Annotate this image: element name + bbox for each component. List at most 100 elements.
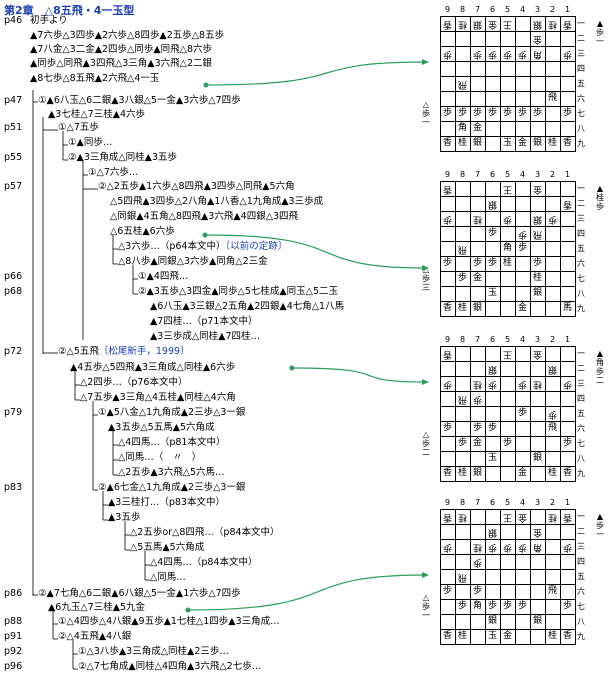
rank-label: 一 xyxy=(577,349,585,358)
move-text: ①△7六歩… xyxy=(88,167,139,178)
shogi-piece: 香 xyxy=(562,631,572,641)
shogi-piece: 桂 xyxy=(457,631,467,641)
shogi-piece: 歩 xyxy=(472,423,482,433)
move-line: △5五馬▲5六角成 xyxy=(130,541,204,554)
move-line: ①△7五歩 xyxy=(58,121,99,134)
shogi-piece: 歩 xyxy=(472,108,482,118)
rank-label: 二 xyxy=(577,527,585,536)
shogi-piece: 飛 xyxy=(547,423,557,433)
shogi-piece: 香 xyxy=(562,138,572,148)
move-line: ▲3五歩△5五馬▲5六角成 xyxy=(108,421,215,434)
file-label: 9 xyxy=(444,5,451,14)
move-text: ▲3五歩△5五馬▲5六角成 xyxy=(108,422,215,433)
rank-label: 六 xyxy=(577,259,585,268)
sente-hand: ▲ 桂 歩 xyxy=(596,184,604,211)
move-text: ②△7七角成▲同桂△4四角▲3六飛△2七歩… xyxy=(78,661,262,672)
move-text: △同馬… xyxy=(150,572,186,583)
shogi-piece: 歩 xyxy=(487,108,497,118)
shogi-piece: 歩 xyxy=(487,601,497,611)
shogi-piece: 桂 xyxy=(502,258,512,268)
file-label: 4 xyxy=(519,335,526,344)
move-line: ②△2五歩▲1六歩△8四飛▲3四歩△同飛▲5六角 xyxy=(98,180,295,193)
shogi-piece: 歩 xyxy=(502,601,512,611)
file-label: 1 xyxy=(564,170,571,179)
shogi-piece: 金 xyxy=(472,438,482,448)
file-label: 8 xyxy=(459,498,466,507)
file-label: 1 xyxy=(564,335,571,344)
shogi-piece: 飛 xyxy=(547,93,557,103)
move-line: ②△7七角成▲同桂△4四角▲3六飛△2七歩… xyxy=(78,660,261,673)
page-label: p92 xyxy=(4,646,23,657)
move-text: ▲6九玉△7三桂▲5九金 xyxy=(48,602,146,613)
file-label: 5 xyxy=(504,170,511,179)
move-text: ▲8七歩△8五飛▲2六飛△4一玉 xyxy=(30,73,160,84)
move-line: △5四飛▲3四歩△2八角▲1八香△1九角成▲3三歩成 xyxy=(110,195,323,208)
move-text: ▲6八玉▲3三銀△2五角▲2四銀▲4七角△1八馬 xyxy=(150,301,345,312)
board-grid: 香王金銀銀歩桂歩歩桂歩飛歩歩歩歩歩歩飛歩金歩歩玉銀香桂銀金桂香 xyxy=(440,346,576,482)
file-label: 2 xyxy=(549,335,556,344)
shogi-piece: 玉 xyxy=(502,138,512,148)
move-line: ▲7八金△3二金▲2四歩△同歩▲同飛△8六歩 xyxy=(30,43,212,56)
rank-label: 二 xyxy=(577,364,585,373)
file-label: 9 xyxy=(444,498,451,507)
shogi-piece: 歩 xyxy=(457,438,467,448)
page-label: p51 xyxy=(4,122,23,133)
move-text: 初手より xyxy=(30,15,68,26)
shogi-piece: 桂 xyxy=(457,468,467,478)
move-text: ①▲6八玉△6二銀▲3八銀△5一金▲3六歩△7四歩 xyxy=(38,95,241,106)
move-line: ▲6八玉▲3三銀△2五角▲2四銀▲4七角△1八馬 xyxy=(150,300,344,313)
rank-label: 九 xyxy=(577,469,585,478)
shogi-piece: 角 xyxy=(502,243,512,253)
shogi-piece: 香 xyxy=(562,468,572,478)
rank-label: 九 xyxy=(577,632,585,641)
move-line: ▲3五歩 xyxy=(108,511,140,524)
move-line: ▲7四桂…（p71本文中） xyxy=(150,315,257,328)
shogi-piece: 銀 xyxy=(532,453,542,463)
shogi-piece: 歩 xyxy=(487,258,497,268)
rank-label: 六 xyxy=(577,94,585,103)
move-text: ▲7八金△3二金▲2四歩△同歩▲同飛△8六歩 xyxy=(30,44,213,55)
shogi-piece: 玉 xyxy=(487,453,497,463)
rank-label: 五 xyxy=(577,244,585,253)
move-text: ▲7四桂…（p71本文中） xyxy=(150,316,258,327)
rank-label: 六 xyxy=(577,424,585,433)
rank-label: 一 xyxy=(577,184,585,193)
move-line: △6五桂▲6六歩 xyxy=(110,225,175,238)
rank-label: 七 xyxy=(577,109,585,118)
shogi-piece: 桂 xyxy=(547,138,557,148)
move-line: ②△4五飛▲4八銀 xyxy=(58,630,131,643)
rank-label: 五 xyxy=(577,79,585,88)
rank-label: 九 xyxy=(577,139,585,148)
shogi-piece: 金 xyxy=(517,303,527,313)
file-label: 9 xyxy=(444,170,451,179)
move-line: △2五歩or△8四飛…（p84本文中） xyxy=(130,526,280,539)
move-line: △同馬… xyxy=(150,571,186,584)
annotation-note: 〔松尾新手，1999〕 xyxy=(98,346,190,357)
rank-label: 三 xyxy=(577,542,585,551)
shogi-piece: 歩 xyxy=(502,108,512,118)
shogi-piece: 歩 xyxy=(562,108,572,118)
file-label: 7 xyxy=(474,335,481,344)
shogi-piece: 銀 xyxy=(487,616,497,626)
page-label: p47 xyxy=(4,95,23,106)
shogi-piece: 歩 xyxy=(532,258,542,268)
sente-hand: ▲ 歩 一 xyxy=(596,19,604,46)
move-line: ①▲4四飛… xyxy=(138,270,188,283)
move-line: ▲7六歩△3四歩▲2六歩△8四歩▲2五歩△8五歩 xyxy=(30,29,224,42)
shogi-piece: 桂 xyxy=(547,468,557,478)
move-line: ▲3三桂打…（p83本文中） xyxy=(108,496,225,509)
page-label: p79 xyxy=(4,407,23,418)
move-text: ▲3七桂△7三桂▲4六歩 xyxy=(48,109,146,120)
move-line: ②▲3五歩△3四金▲同歩△5七桂成▲同玉△5二玉 xyxy=(138,285,338,298)
shogi-piece: 香 xyxy=(442,303,452,313)
board-grid: 香桂王金桂香銀金歩桂歩歩歩角歩歩飛歩歩飛歩角歩歩歩歩銀銀香桂玉金桂香 xyxy=(440,509,576,645)
move-line: △同馬…（ 〃 ） xyxy=(118,451,201,464)
move-text: ▲3三歩成△同桂▲7四桂… xyxy=(150,331,261,342)
shogi-piece: 金 xyxy=(472,273,482,283)
shogi-piece: 歩 xyxy=(517,108,527,118)
file-label: 6 xyxy=(489,170,496,179)
rank-label: 八 xyxy=(577,617,585,626)
